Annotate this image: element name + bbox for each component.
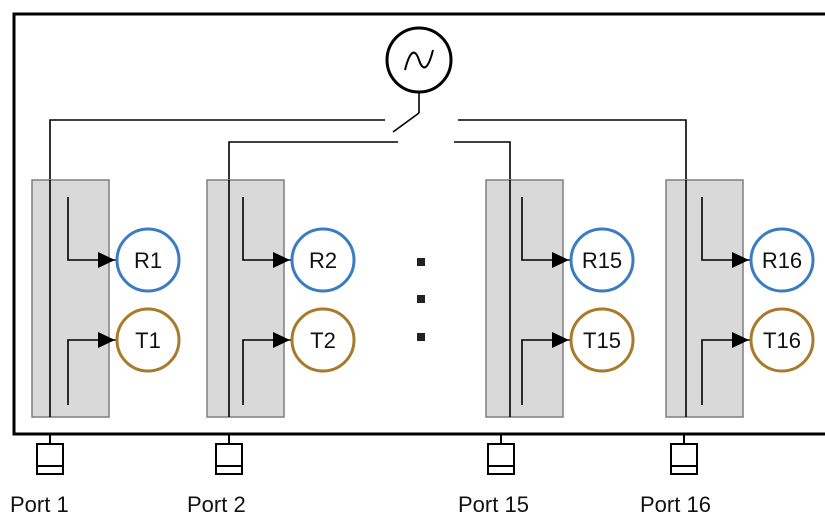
coupler-box bbox=[206, 179, 285, 418]
port-connector-icon bbox=[36, 434, 64, 475]
test-arrow-icon bbox=[552, 332, 569, 348]
receiver-t-circle bbox=[115, 307, 181, 373]
coupler-box bbox=[485, 179, 564, 418]
test-arrow-icon bbox=[732, 332, 749, 348]
receiver-t-circle bbox=[749, 307, 815, 373]
port-label: Port 16 bbox=[640, 492, 711, 517]
test-arrow-icon bbox=[273, 332, 290, 348]
port-connector-icon bbox=[670, 434, 698, 475]
receiver-r-label: R2 bbox=[309, 248, 337, 273]
reference-arrow-icon bbox=[273, 252, 290, 268]
port-label: Port 2 bbox=[187, 492, 246, 517]
receiver-t-label: T15 bbox=[583, 328, 621, 353]
reference-arrow-icon bbox=[552, 252, 569, 268]
receiver-t-label: T1 bbox=[135, 328, 161, 353]
port-label: Port 1 bbox=[10, 492, 69, 517]
reference-arrow-icon bbox=[98, 252, 115, 268]
receiver-t-circle bbox=[290, 307, 356, 373]
receiver-r-label: R15 bbox=[582, 248, 622, 273]
receiver-r-label: R1 bbox=[134, 248, 162, 273]
receiver-r-label: R16 bbox=[762, 248, 802, 273]
port-connector-icon bbox=[215, 434, 243, 475]
receiver-t-circle bbox=[569, 307, 635, 373]
receiver-r-circle bbox=[569, 227, 635, 293]
receiver-t-label: T16 bbox=[763, 328, 801, 353]
receiver-r-circle bbox=[749, 227, 815, 293]
test-arrow-icon bbox=[98, 332, 115, 348]
coupler-box bbox=[31, 179, 110, 418]
instrument-enclosure bbox=[12, 12, 825, 436]
receiver-r-circle bbox=[290, 227, 356, 293]
port-connector-icon bbox=[487, 434, 515, 475]
channel-ellipsis bbox=[417, 258, 425, 341]
receiver-t-label: T2 bbox=[310, 328, 336, 353]
receiver-r-circle bbox=[115, 227, 181, 293]
coupler-box bbox=[665, 179, 744, 418]
port-label: Port 15 bbox=[458, 492, 529, 517]
reference-arrow-icon bbox=[732, 252, 749, 268]
source-sine-icon bbox=[385, 26, 453, 94]
